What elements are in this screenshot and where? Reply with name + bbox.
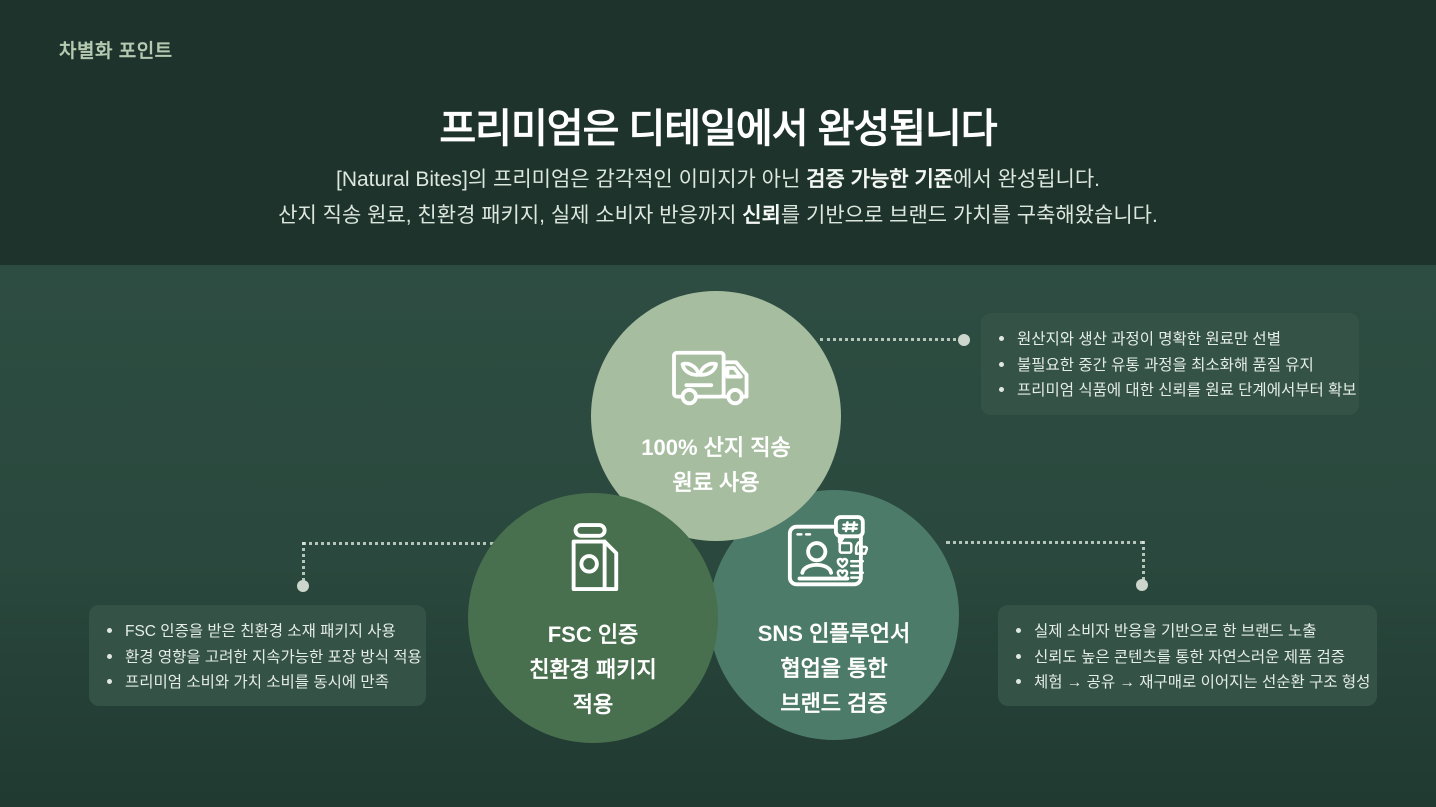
bullet-dot bbox=[107, 653, 112, 659]
delivery-truck-leaf-icon bbox=[670, 347, 762, 430]
bullet-dot bbox=[1016, 679, 1021, 684]
subtitle-text: 를 기반으로 브랜드 가치를 구축해왔습니다. bbox=[780, 204, 1158, 227]
callout-text: 원산지와 생산 과정이 명확한 원료만 선별 bbox=[1017, 331, 1281, 348]
circle-fsc-packaging: FSC 인증 친환경 패키지 적용 bbox=[468, 493, 718, 743]
bullet-dot bbox=[999, 361, 1004, 367]
list-item: 실제 소비자 반응을 기반으로 한 브랜드 노출 bbox=[1016, 619, 1363, 645]
callout-packaging: FSC 인증을 받은 친환경 소재 패키지 사용 환경 영향을 고려한 지속가능… bbox=[89, 605, 426, 706]
subtitle-text: 에서 완성됩니다. bbox=[953, 168, 1101, 191]
bullet-dot bbox=[107, 628, 112, 633]
connector-line-packaging-horizontal bbox=[302, 542, 494, 545]
connector-line-origin bbox=[820, 338, 962, 341]
callout-packaging-list: FSC 인증을 받은 친환경 소재 패키지 사용 환경 영향을 고려한 지속가능… bbox=[89, 605, 426, 708]
list-item: 신뢰도 높은 콘텐츠를 통한 자연스러운 제품 검증 bbox=[1016, 645, 1363, 671]
connector-dot-packaging bbox=[297, 580, 309, 592]
circle-fsc-label-line1: FSC 인증 bbox=[547, 621, 639, 647]
list-item: 프리미엄 식품에 대한 신뢰를 원료 단계에서부터 확보 bbox=[999, 378, 1357, 404]
callout-text: 프리미엄 소비와 가치 소비를 동시에 만족 bbox=[125, 674, 389, 691]
subtitle-text: 산지 직송 원료, 친환경 패키지, 실제 소비자 반응까지 bbox=[278, 204, 743, 227]
list-item: 체험 → 공유 → 재구매로 이어지는 선순환 구조 형성 bbox=[1016, 670, 1370, 696]
bullet-dot bbox=[999, 387, 1004, 392]
callout-text: 프리미엄 식품에 대한 신뢰를 원료 단계에서부터 확보 bbox=[1017, 382, 1357, 399]
list-item: 프리미엄 소비와 가치 소비를 동시에 만족 bbox=[107, 670, 412, 696]
circle-fsc-label-line2: 친환경 패키지 bbox=[529, 656, 657, 682]
bullet-dot bbox=[999, 336, 1004, 341]
list-item: FSC 인증을 받은 친환경 소재 패키지 사용 bbox=[107, 619, 412, 645]
callout-text: 환경 영향을 고려한 지속가능한 포장 방식 적용 bbox=[125, 648, 422, 666]
callout-origin-list: 원산지와 생산 과정이 명확한 원료만 선별 불필요한 중간 유통 과정을 최소… bbox=[981, 313, 1359, 416]
slide-eyebrow: 차별화 포인트 bbox=[59, 41, 173, 62]
callout-text: FSC 인증을 받은 친환경 소재 패키지 사용 bbox=[125, 623, 396, 640]
bullet-dot bbox=[1016, 628, 1021, 633]
list-item: 원산지와 생산 과정이 명확한 원료만 선별 bbox=[999, 327, 1345, 353]
callout-origin: 원산지와 생산 과정이 명확한 원료만 선별 불필요한 중간 유통 과정을 최소… bbox=[981, 313, 1359, 415]
connector-line-packaging-vertical bbox=[302, 542, 305, 581]
circle-origin-label-line2: 원료 사용 bbox=[672, 469, 760, 495]
connector-line-sns-vertical bbox=[1142, 541, 1145, 580]
subtitle-line-2: 산지 직송 원료, 친환경 패키지, 실제 소비자 반응까지 신뢰를 기반으로 … bbox=[0, 199, 1436, 229]
subtitle-line-1: [Natural Bites]의 프리미엄은 감각적인 이미지가 아닌 검증 가… bbox=[0, 163, 1436, 193]
connector-dot-sns bbox=[1136, 579, 1148, 591]
callout-text: 신뢰도 높은 콘텐츠를 통한 자연스러운 제품 검증 bbox=[1034, 648, 1346, 666]
eco-package-icon bbox=[562, 521, 624, 617]
list-item: 환경 영향을 고려한 지속가능한 포장 방식 적용 bbox=[107, 645, 422, 671]
circle-sns-label-line2: 협업을 통한 bbox=[780, 656, 888, 681]
page-title: 프리미엄은 디테일에서 완성됩니다 bbox=[439, 107, 997, 151]
subtitle-text: [Natural Bites]의 프리미엄은 감각적인 이미지가 아닌 bbox=[335, 168, 807, 191]
callout-sns: 실제 소비자 반응을 기반으로 한 브랜드 노출 신뢰도 높은 콘텐츠를 통한 … bbox=[998, 605, 1377, 706]
bullet-dot bbox=[1016, 653, 1021, 659]
connector-dot-origin bbox=[958, 334, 970, 346]
circle-sns-label-line3: 브랜드 검증 bbox=[780, 691, 888, 716]
list-item: 불필요한 중간 유통 과정을 최소화해 품질 유지 bbox=[999, 353, 1345, 379]
callout-text: 체험 → 공유 → 재구매로 이어지는 선순환 구조 형성 bbox=[1034, 674, 1371, 691]
circle-origin-label-line1: 100% 산지 직송 bbox=[641, 434, 791, 460]
subtitle-emphasis: 검증 가능한 기준 bbox=[806, 168, 954, 191]
circle-sns-label-line1: SNS 인플루언서 bbox=[757, 621, 911, 646]
connector-line-sns-horizontal bbox=[946, 541, 1144, 544]
bullet-dot bbox=[107, 679, 112, 684]
social-profile-icon bbox=[786, 515, 882, 616]
subtitle-emphasis: 신뢰 bbox=[742, 204, 781, 227]
circle-fsc-label-line3: 적용 bbox=[572, 691, 614, 717]
callout-text: 실제 소비자 반응을 기반으로 한 브랜드 노출 bbox=[1034, 623, 1317, 640]
callout-sns-list: 실제 소비자 반응을 기반으로 한 브랜드 노출 신뢰도 높은 콘텐츠를 통한 … bbox=[998, 605, 1377, 708]
callout-text: 불필요한 중간 유통 과정을 최소화해 품질 유지 bbox=[1017, 356, 1314, 374]
